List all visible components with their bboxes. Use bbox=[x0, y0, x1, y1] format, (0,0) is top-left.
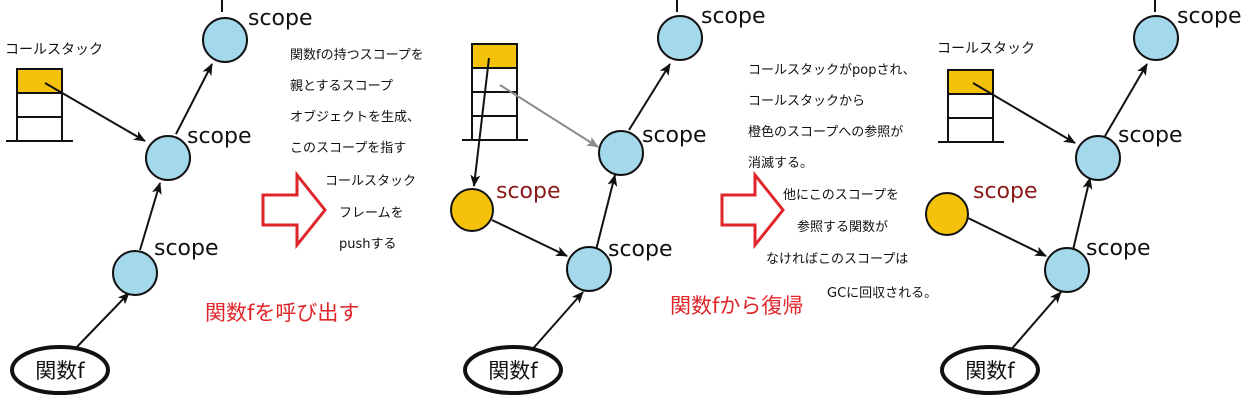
scope-node-new bbox=[450, 188, 494, 232]
caption-call: 関数fを呼び出す bbox=[205, 301, 359, 325]
note-line: このスコープを指す bbox=[290, 141, 406, 156]
transition-arrow bbox=[720, 170, 785, 250]
caption-return: 関数fから復帰 bbox=[670, 294, 803, 318]
note-line: 参照する関数が bbox=[797, 219, 888, 235]
scope-node bbox=[202, 17, 248, 63]
chain-arrow bbox=[71, 292, 130, 353]
note-line: なければこのスコープは bbox=[766, 252, 908, 267]
panel-3: scope scope scope scope コールスタック 関数f bbox=[925, 0, 1242, 395]
chain-arrow bbox=[1008, 291, 1062, 353]
chain-arrow bbox=[175, 63, 213, 135]
stack-frame bbox=[471, 115, 518, 141]
scope-label: scope bbox=[1177, 4, 1242, 29]
stack-frame bbox=[471, 67, 518, 93]
note-line: 関数fの持つスコープを bbox=[290, 48, 424, 63]
panel-1: scope scope scope コールスタック 関数f 関数fを呼び出す bbox=[5, 0, 359, 395]
panel-3-notes: コールスタックがpopされ、 コールスタックから 橙色のスコープへの参照が 消滅… bbox=[748, 63, 937, 301]
panel-2-notes: 関数fの持つスコープを 親とするスコープ オブジェクトを生成、 このスコープを指… bbox=[290, 48, 424, 252]
call-stack-label: コールスタック bbox=[5, 42, 103, 58]
scope-label: scope bbox=[154, 236, 219, 261]
scope-label-new: scope bbox=[496, 179, 561, 204]
panel-2: scope scope scope scope 関数f 関数fから復帰 bbox=[450, 0, 803, 395]
scope-node bbox=[145, 135, 191, 181]
scope-node bbox=[112, 250, 158, 296]
stack-frame bbox=[16, 116, 63, 142]
function-node bbox=[10, 345, 110, 395]
chain-arrow bbox=[1072, 177, 1093, 251]
note-line: オブジェクトを生成、 bbox=[290, 109, 420, 125]
transition-arrow bbox=[261, 170, 327, 250]
scope-label: scope bbox=[701, 4, 766, 29]
scope-label: scope bbox=[1086, 236, 1151, 261]
note-line: 親とするスコープ bbox=[290, 79, 393, 94]
stack-frame-top bbox=[471, 43, 518, 69]
call-stack bbox=[6, 68, 73, 142]
chain-arrow bbox=[491, 219, 568, 257]
scope-label: scope bbox=[642, 123, 707, 148]
scope-node-orphan bbox=[925, 192, 969, 236]
stack-arrow-old bbox=[499, 84, 599, 148]
note-line: コールスタックから bbox=[748, 94, 865, 109]
call-stack bbox=[938, 69, 1004, 143]
scope-node bbox=[1133, 15, 1179, 61]
function-label: 関数f bbox=[35, 359, 85, 383]
scope-node bbox=[566, 246, 612, 292]
chain-arrow bbox=[967, 217, 1047, 257]
stack-frame bbox=[471, 91, 518, 117]
note-line: コールスタック bbox=[325, 174, 416, 189]
function-label: 関数f bbox=[488, 359, 538, 383]
chain-arrow bbox=[529, 291, 584, 353]
scope-label: scope bbox=[187, 124, 252, 149]
note-line: 橙色のスコープへの参照が bbox=[748, 124, 903, 140]
chain-arrow bbox=[1104, 63, 1148, 137]
stack-frame bbox=[16, 92, 63, 118]
stack-frame bbox=[947, 93, 994, 119]
stack-arrow-new bbox=[470, 57, 490, 187]
note-line: 消滅する。 bbox=[748, 156, 813, 171]
chain-arrow bbox=[628, 63, 671, 131]
stack-arrow bbox=[44, 82, 146, 142]
note-line: GCに回収される。 bbox=[827, 286, 937, 301]
note-line: 他にこのスコープを bbox=[783, 188, 899, 203]
call-stack-label: コールスタック bbox=[937, 41, 1035, 57]
scope-label: scope bbox=[248, 6, 313, 31]
scope-node bbox=[1044, 247, 1090, 293]
stack-arrow bbox=[972, 82, 1076, 144]
chain-arrow bbox=[595, 174, 618, 251]
stack-frame bbox=[947, 117, 994, 143]
function-node bbox=[463, 345, 563, 395]
scope-label: scope bbox=[1118, 123, 1183, 148]
scope-node bbox=[1075, 135, 1121, 181]
call-stack bbox=[462, 43, 528, 141]
scope-label: scope bbox=[608, 237, 673, 262]
scope-node bbox=[598, 130, 644, 176]
note-line: pushする bbox=[339, 237, 397, 252]
note-line: コールスタックがpopされ、 bbox=[748, 63, 916, 78]
chain-arrow bbox=[139, 182, 162, 251]
scope-label-orphan: scope bbox=[973, 179, 1038, 204]
function-label: 関数f bbox=[965, 359, 1015, 383]
scope-node bbox=[657, 15, 703, 61]
function-node bbox=[940, 345, 1040, 395]
note-line: フレームを bbox=[339, 206, 404, 221]
